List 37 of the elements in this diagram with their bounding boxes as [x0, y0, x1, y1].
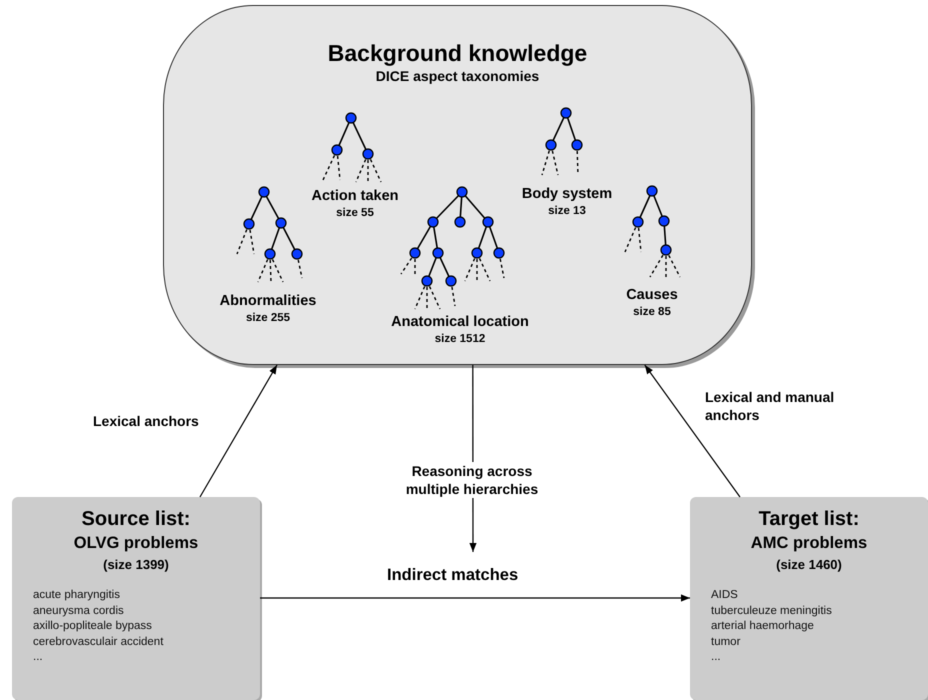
size-label: (size 1399) [102, 557, 170, 572]
list-item: AIDS [711, 589, 738, 601]
list-item: acute pharyngitis [33, 589, 120, 601]
tree-label: Causes [625, 287, 679, 303]
list-box [690, 497, 928, 700]
size-label: size 255 [244, 312, 292, 324]
arrow [260, 594, 690, 602]
list-heading: Source list: [80, 508, 192, 531]
list-item: aneurysma cordis [33, 604, 124, 616]
list-box [12, 497, 260, 700]
list-subheading: OLVG problems [72, 534, 200, 553]
arrow [199, 364, 278, 498]
list-subheading: AMC problems [750, 534, 868, 553]
list-item: cerebrovasculair accident [33, 636, 164, 648]
list-item: ... [33, 651, 43, 663]
list-item: tuberculeuze meningitis [711, 604, 832, 616]
list-item: tumor [711, 636, 740, 648]
arrow [469, 365, 477, 552]
size-label: size 13 [547, 205, 587, 217]
tree-label: Abnormalities [218, 293, 318, 309]
size-label: size 55 [335, 207, 375, 219]
tree-label: Body system [520, 186, 614, 202]
edge-label: Lexical and manual anchors [705, 388, 836, 424]
tree-label: Anatomical location [390, 314, 530, 330]
edge-label: Lexical anchors [93, 412, 199, 430]
list-item: axillo-popliteale bypass [33, 620, 152, 632]
subheading: DICE aspect taxonomies [374, 68, 540, 84]
size-label: (size 1460) [775, 557, 843, 572]
cloud-shape [163, 5, 752, 365]
list-item: arterial haemorhage [711, 620, 814, 632]
list-heading: Target list: [758, 508, 860, 531]
tree-label: Action taken [310, 188, 400, 204]
list-item: ... [711, 651, 721, 663]
size-label: size 1512 [434, 333, 486, 345]
size-label: size 85 [632, 306, 672, 318]
heading: Background knowledge [326, 40, 588, 67]
arrow [644, 364, 740, 498]
